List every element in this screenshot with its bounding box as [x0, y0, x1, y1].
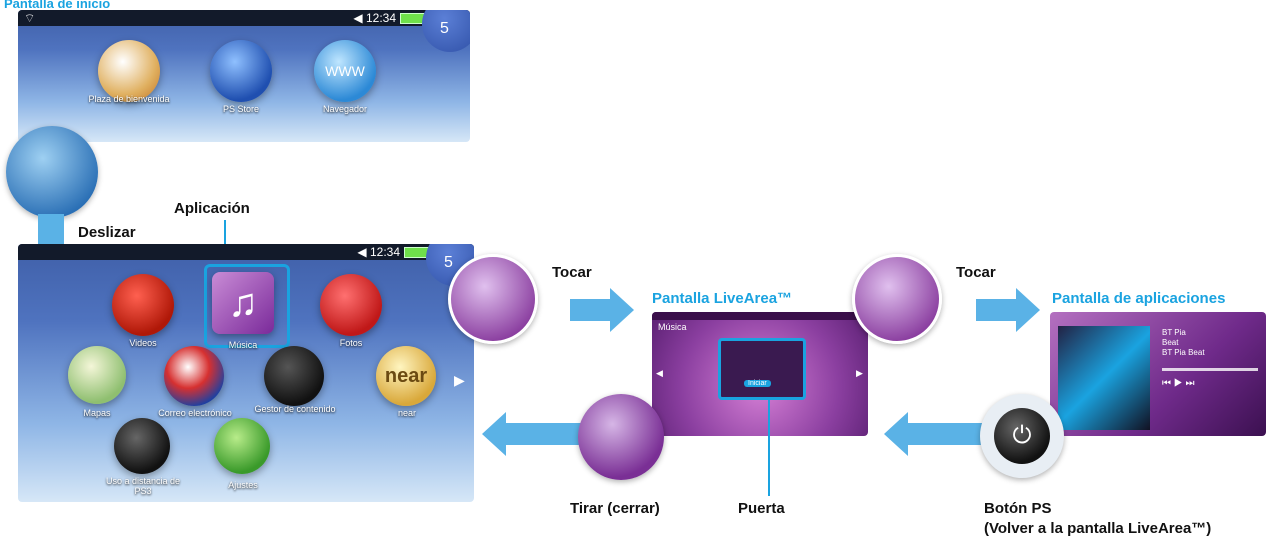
ps-store-icon[interactable]	[210, 40, 272, 102]
gate-label: Puerta	[738, 500, 785, 517]
app-label: Fotos	[339, 338, 363, 348]
left-arrow-1	[482, 412, 592, 456]
app-label: Ajustes	[228, 480, 258, 490]
ps-button-label: Botón PS	[984, 500, 1052, 517]
ps-button-icon[interactable]: ⏻	[980, 394, 1064, 478]
app-label: Correo electrónico	[158, 408, 232, 418]
home-screen-small: ⌔ ◀ 12:34 5 Plaza de bienvenida PS Store…	[18, 10, 470, 142]
swipe-gesture-icon	[6, 126, 98, 218]
track-line-3: BT Pia Beat	[1162, 348, 1205, 357]
livearea-right-arrow-icon[interactable]: ▶	[856, 368, 863, 378]
application-label: Aplicación	[174, 200, 250, 217]
home-screen-main: ◀ 12:34 5 Videos ♫ Música Fotos Mapas Co…	[18, 244, 474, 502]
app-label: Música	[228, 340, 258, 350]
livearea-screen: Música Iniciar ◀ ▶	[652, 312, 868, 436]
tap-label-1: Tocar	[552, 264, 592, 281]
welcome-park-icon[interactable]	[98, 40, 160, 102]
wifi-icon: ⌔	[24, 11, 36, 25]
app-screen-title: Pantalla de aplicaciones	[1052, 290, 1226, 307]
left-arrow-2	[884, 412, 984, 456]
ps-logo-icon: ⏻	[994, 408, 1050, 464]
app-label: Gestor de contenido	[254, 404, 336, 414]
app-screen: BT Pia Beat BT Pia Beat ⏮ ▶ ⏭	[1050, 312, 1266, 436]
livearea-statusbar	[652, 312, 868, 320]
next-page-arrow-icon[interactable]: ▶	[454, 372, 465, 388]
tap-music-icon	[448, 254, 538, 344]
track-line-2: Beat	[1162, 338, 1179, 347]
peel-label: Tirar (cerrar)	[570, 500, 660, 517]
player-controls[interactable]: ⏮ ▶ ⏭	[1162, 378, 1195, 389]
home-screen-title: Pantalla de inicio	[4, 0, 111, 11]
ps-button-note: (Volver a la pantalla LiveArea™)	[984, 520, 1212, 537]
livearea-left-arrow-icon[interactable]: ◀	[656, 368, 663, 378]
settings-icon[interactable]	[214, 418, 270, 474]
clock: 12:34	[369, 245, 400, 259]
ps3-remote-icon[interactable]	[114, 418, 170, 474]
photos-icon[interactable]	[320, 274, 382, 336]
app-label: Videos	[129, 338, 157, 348]
peel-gesture-icon	[578, 394, 664, 480]
app-album-art	[1058, 326, 1150, 430]
app-label: PS Store	[222, 104, 260, 114]
livearea-music-title: Música	[658, 322, 687, 332]
music-icon[interactable]: ♫	[212, 272, 274, 334]
swipe-label: Deslizar	[78, 224, 136, 241]
gate-start-button[interactable]: Iniciar	[744, 380, 771, 387]
right-arrow-2	[976, 288, 1040, 332]
track-line-1: BT Pia	[1162, 328, 1186, 337]
gate-pointer-line	[768, 398, 770, 496]
application-pointer-line	[224, 220, 226, 266]
status-bar: ⌔ ◀ 12:34	[18, 10, 470, 26]
livearea-title: Pantalla LiveArea™	[652, 290, 793, 307]
app-label: Uso a distancia de PS3	[105, 476, 181, 496]
page-indicator[interactable]: 5	[422, 10, 470, 52]
app-label: near	[397, 408, 416, 418]
status-right: ◀ 12:34	[353, 11, 426, 25]
status-bar: ◀ 12:34	[18, 244, 474, 260]
browser-icon[interactable]: WWW	[314, 40, 376, 102]
tap-label-2: Tocar	[956, 264, 996, 281]
progress-bar[interactable]	[1162, 368, 1258, 371]
maps-icon[interactable]	[68, 346, 126, 404]
email-icon[interactable]	[164, 346, 224, 406]
status-right: ◀ 12:34	[357, 245, 430, 259]
content-manager-icon[interactable]	[264, 346, 324, 406]
music-highlight	[204, 264, 290, 348]
app-label: Navegador	[322, 104, 368, 114]
near-icon[interactable]: near	[376, 346, 436, 406]
right-arrow-1	[570, 288, 634, 332]
clock: 12:34	[365, 11, 396, 25]
app-label: Plaza de bienvenida	[88, 94, 170, 104]
tap-livearea-icon	[852, 254, 942, 344]
gate-highlight	[718, 338, 806, 400]
app-label: Mapas	[83, 408, 111, 418]
videos-icon[interactable]	[112, 274, 174, 336]
